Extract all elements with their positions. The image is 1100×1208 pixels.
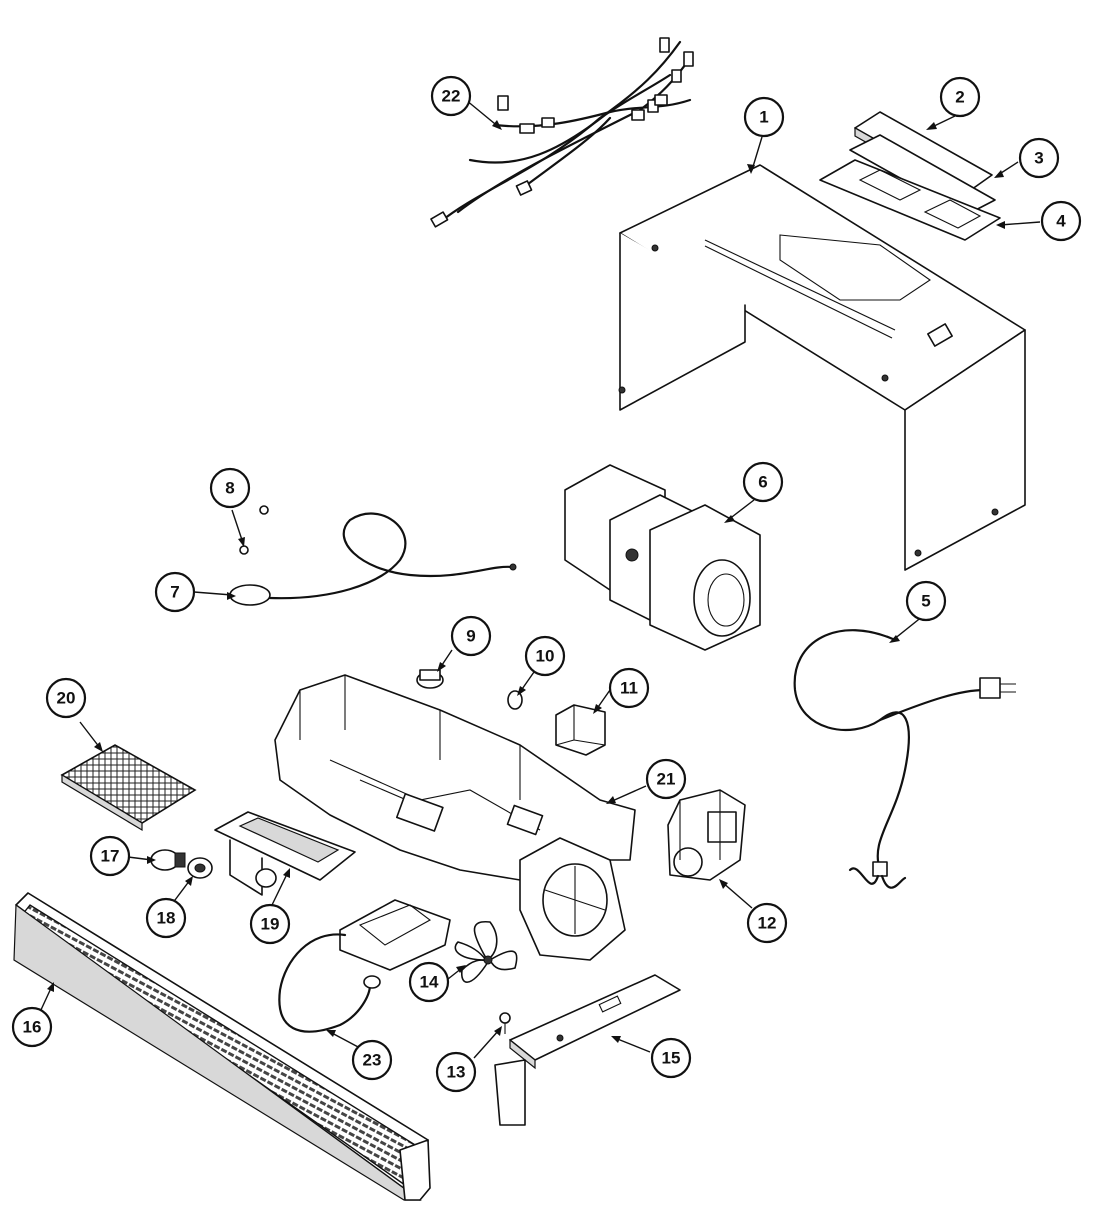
relay	[555, 704, 606, 756]
callout-label: 20	[57, 689, 76, 708]
vent-plate	[819, 159, 1001, 241]
lamp-holder	[187, 857, 213, 879]
fan-blade	[454, 921, 518, 983]
grease-filter	[60, 744, 197, 832]
callout-23: 23	[351, 1039, 393, 1081]
callout-label: 13	[447, 1063, 466, 1082]
callout-label: 10	[536, 647, 555, 666]
callout-8: 8	[209, 467, 251, 509]
callout-17: 17	[89, 835, 131, 877]
blower-assembly	[564, 464, 761, 651]
callout-13: 13	[435, 1051, 477, 1093]
callout-label: 8	[225, 479, 234, 498]
callout-2: 2	[939, 76, 981, 118]
callout-label: 23	[363, 1051, 382, 1070]
callout-label: 14	[420, 973, 439, 992]
callout-label: 18	[157, 909, 176, 928]
callout-20: 20	[45, 677, 87, 719]
callout-label: 16	[23, 1018, 42, 1037]
cabinet-wrapper	[618, 164, 1026, 571]
vent-grille	[13, 892, 431, 1201]
thermal-cutout	[229, 512, 517, 606]
wire-harness	[430, 37, 694, 228]
callout-label: 22	[442, 87, 461, 106]
callout-label: 17	[101, 847, 120, 866]
lamp-socket	[507, 690, 523, 710]
callout-label: 11	[620, 679, 638, 698]
callout-label: 19	[261, 915, 280, 934]
callout-12: 12	[746, 902, 788, 944]
callout-11: 11	[608, 667, 650, 709]
callout-10: 10	[524, 635, 566, 677]
callout-18: 18	[145, 897, 187, 939]
power-cord	[793, 629, 1016, 889]
callout-label: 21	[657, 770, 676, 789]
mounting-bracket	[494, 974, 681, 1126]
callout-16: 16	[11, 1006, 53, 1048]
callout-label: 3	[1034, 149, 1043, 168]
callout-label: 6	[758, 473, 767, 492]
base-plate	[274, 674, 636, 961]
control-board	[278, 899, 451, 1033]
callout-1: 1	[743, 96, 785, 138]
callout-9: 9	[450, 615, 492, 657]
screws	[239, 505, 269, 555]
callout-label: 12	[758, 914, 777, 933]
callout-22: 22	[430, 75, 472, 117]
callout-19: 19	[249, 903, 291, 945]
callout-4: 4	[1040, 200, 1082, 242]
callout-label: 1	[759, 108, 768, 127]
callout-3: 3	[1018, 137, 1060, 179]
lamp-cover	[214, 811, 356, 896]
callout-label: 5	[921, 592, 930, 611]
thermostat	[416, 669, 444, 689]
callout-7: 7	[154, 571, 196, 613]
callout-6: 6	[742, 461, 784, 503]
callout-21: 21	[645, 758, 687, 800]
fan-motor	[667, 789, 746, 881]
leader-lines	[39, 99, 1041, 1059]
callout-label: 7	[170, 583, 179, 602]
callout-15: 15	[650, 1037, 692, 1079]
callout-5: 5	[905, 580, 947, 622]
callout-label: 9	[466, 627, 475, 646]
callout-label: 2	[955, 88, 964, 107]
callout-14: 14	[408, 961, 450, 1003]
lamp-bulb	[150, 849, 186, 871]
callout-label: 15	[662, 1049, 681, 1068]
bracket-screw	[499, 1012, 511, 1034]
callout-label: 4	[1056, 212, 1066, 231]
